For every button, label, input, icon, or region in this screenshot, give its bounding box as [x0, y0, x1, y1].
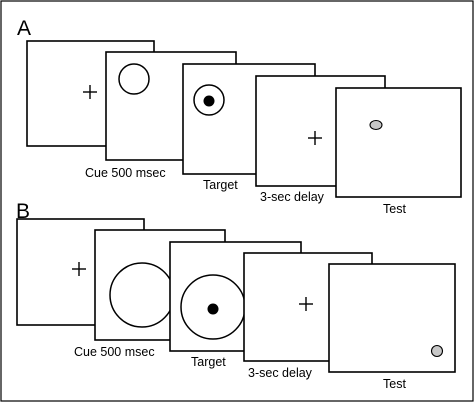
target-ring-icon [193, 84, 225, 116]
delay-cross-icon [299, 297, 313, 311]
panel-a-letter: A [17, 17, 31, 40]
panel-b-target-label: Target [191, 355, 226, 369]
test-dot-icon [369, 119, 383, 131]
panel-a-target-label: Target [203, 178, 238, 192]
fixation-cross-icon [83, 85, 97, 99]
panel-a-test-label: Test [383, 202, 406, 216]
test-dot-icon [430, 344, 444, 358]
test-screen [335, 87, 462, 198]
panel-a-delay-label: 3-sec delay [260, 190, 325, 204]
panel-b-delay-label: 3-sec delay [248, 366, 313, 380]
panel-a-cue-label: Cue 500 msec [85, 166, 166, 180]
cue-circle-icon [118, 63, 150, 95]
panel-a: A [17, 17, 462, 216]
panel-a-test-frame [335, 87, 462, 198]
panel-b: B [16, 200, 456, 391]
target-dot-icon [203, 95, 215, 107]
panel-b-test-label: Test [383, 377, 406, 391]
panel-b-letter: B [16, 200, 30, 223]
fixation-cross-icon [72, 262, 86, 276]
panel-b-test-frame [328, 263, 456, 373]
delay-cross-icon [308, 131, 322, 145]
target-dot-icon [207, 303, 219, 315]
panel-b-cue-label: Cue 500 msec [74, 345, 155, 359]
